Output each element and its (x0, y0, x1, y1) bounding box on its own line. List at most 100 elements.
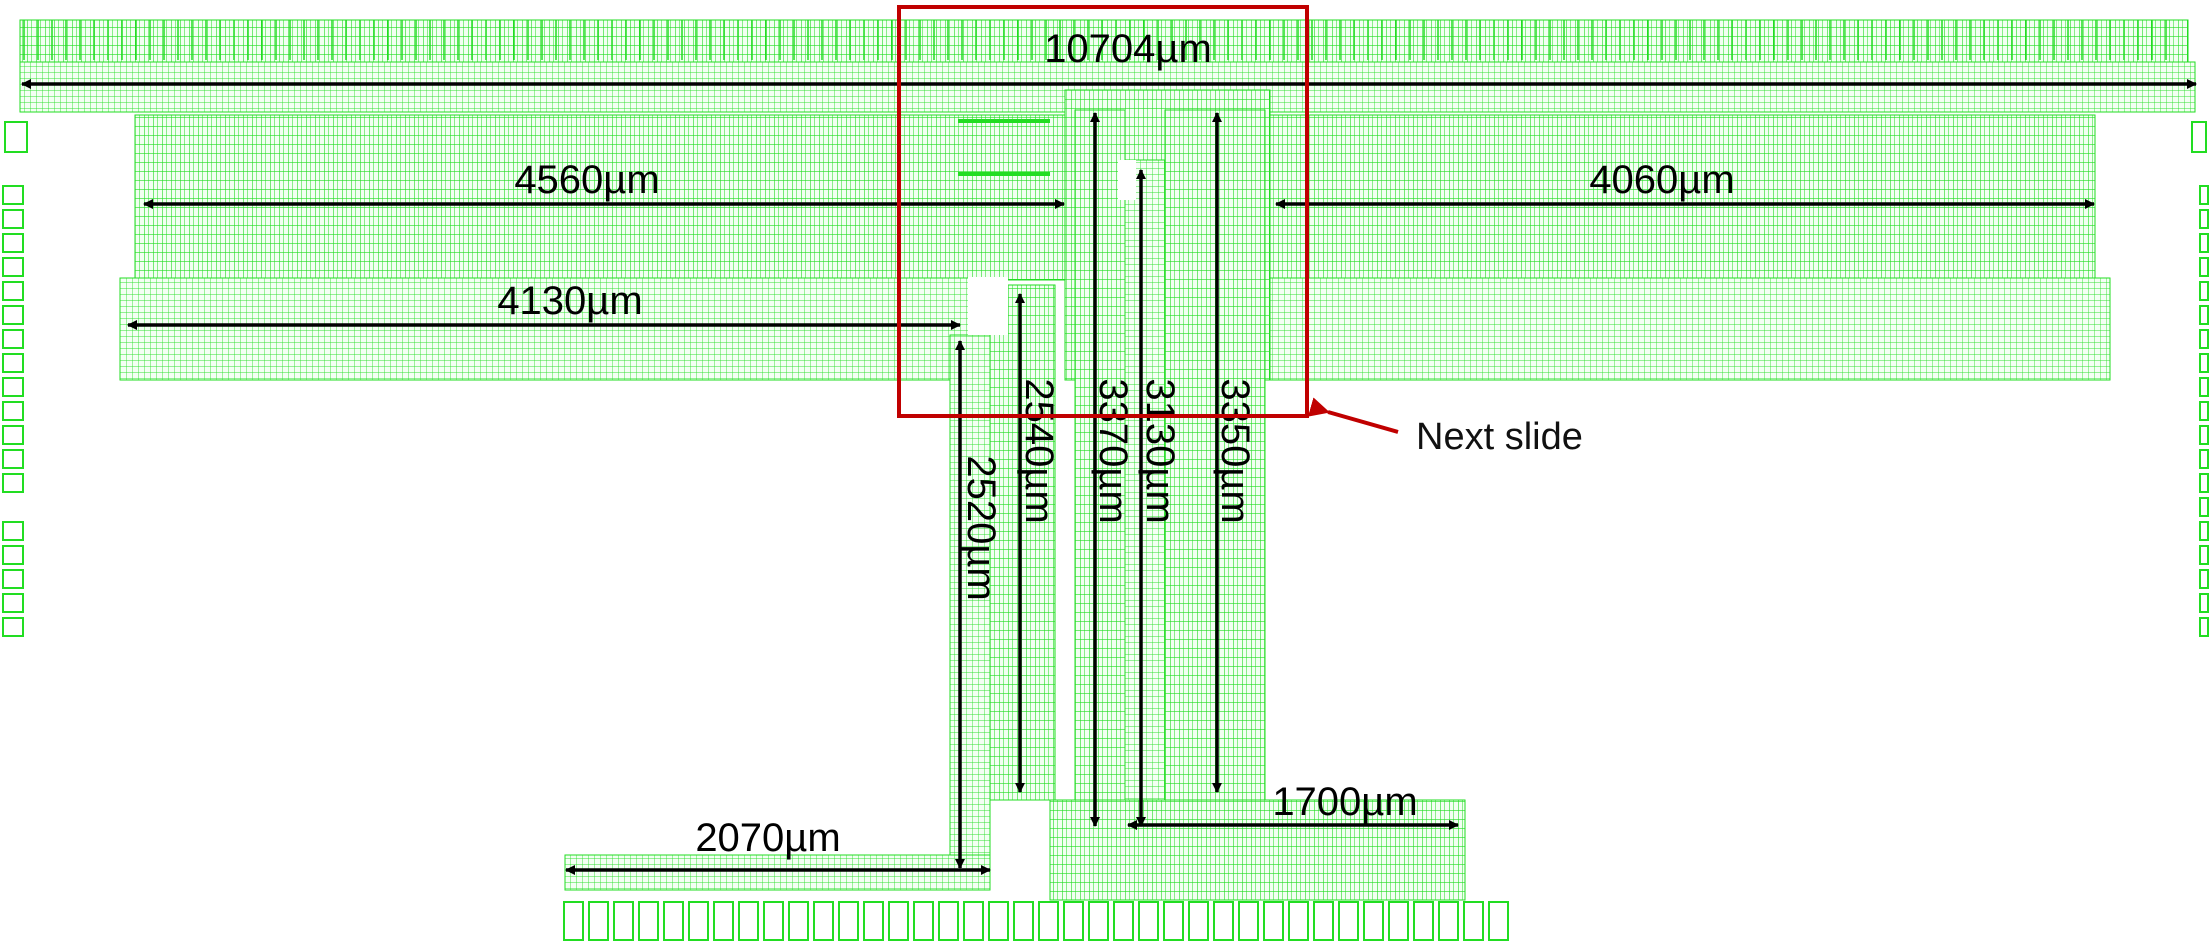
label-stem-left: 2520µm (959, 455, 1003, 600)
bond-pad (2, 329, 24, 349)
bond-pad (2199, 569, 2209, 589)
bond-pad (1338, 901, 1359, 941)
bond-pad (913, 901, 934, 941)
bond-pad (2199, 209, 2209, 229)
notch-left (968, 277, 1008, 335)
bond-pad (1213, 901, 1234, 941)
label-stem-b: 3370µm (1091, 378, 1135, 523)
bottom-pad-row (563, 901, 1509, 941)
label-top-width: 10704µm (1044, 27, 1212, 71)
bond-pad (2, 257, 24, 277)
bond-pad (1413, 901, 1434, 941)
bond-pad (2199, 353, 2209, 373)
upper-right-block (1269, 114, 2096, 281)
bond-pad (2199, 305, 2209, 325)
bond-pad (1313, 901, 1334, 941)
bond-pad (988, 901, 1009, 941)
bond-pad (788, 901, 809, 941)
bond-pad (2, 473, 24, 493)
bond-pad (2, 449, 24, 469)
bond-pad (588, 901, 609, 941)
bond-pad (2199, 425, 2209, 445)
bond-pad (938, 901, 959, 941)
bond-pad (2199, 233, 2209, 253)
bond-pad (1138, 901, 1159, 941)
bond-pad (563, 901, 584, 941)
bond-pad (2, 185, 24, 205)
bond-pad (1288, 901, 1309, 941)
bond-pad (738, 901, 759, 941)
bond-pad (2, 233, 24, 253)
bond-pad (2, 617, 24, 637)
bond-pad (2, 209, 24, 229)
bond-pad (1438, 901, 1459, 941)
bond-pad (1188, 901, 1209, 941)
bond-pad (1263, 901, 1284, 941)
bond-pad (2199, 257, 2209, 277)
bond-pad (2, 545, 24, 565)
bond-pad (2, 305, 24, 325)
bond-pad (1088, 901, 1109, 941)
bond-pad (838, 901, 859, 941)
bond-pad (763, 901, 784, 941)
bond-pad (1388, 901, 1409, 941)
top-pad-row (19, 19, 2189, 63)
bond-pad (2199, 185, 2209, 205)
corner-pad-left (4, 121, 28, 153)
bond-pad (1063, 901, 1084, 941)
label-upper-right: 4060µm (1589, 158, 1734, 202)
bond-pad (813, 901, 834, 941)
bond-pad (2, 281, 24, 301)
bond-pad (713, 901, 734, 941)
label-foot-right: 1700µm (1272, 780, 1417, 824)
bond-pad (1163, 901, 1184, 941)
bond-pad (2, 425, 24, 445)
bond-pad (1463, 901, 1484, 941)
bond-pad (2, 521, 24, 541)
label-stem-d: 3350µm (1213, 378, 1257, 523)
notch-center (1118, 160, 1136, 200)
dimension-arrows (21, 79, 2197, 875)
callout-arrow (1307, 397, 1399, 434)
bond-pad (2199, 497, 2209, 517)
bond-pad (2199, 593, 2209, 613)
bond-pad (2199, 521, 2209, 541)
label-upper-left: 4560µm (514, 158, 659, 202)
layout-regions (19, 19, 2196, 901)
bond-pad (2, 569, 24, 589)
bond-pad (1363, 901, 1384, 941)
bond-pad (2199, 449, 2209, 469)
bond-pad (2199, 473, 2209, 493)
bond-pad (2199, 617, 2209, 637)
label-stem-a: 2540µm (1017, 378, 1061, 523)
foot-right-block (1049, 799, 1466, 901)
bond-pad (2, 353, 24, 373)
bond-pad (2199, 545, 2209, 565)
bond-pad (688, 901, 709, 941)
bond-pad (2, 401, 24, 421)
bond-pad (2199, 401, 2209, 421)
bond-pad (2199, 281, 2209, 301)
callout-label: Next slide (1416, 416, 1583, 458)
bond-pad (1113, 901, 1134, 941)
bond-pad (2199, 377, 2209, 397)
corner-pad-right (2191, 121, 2207, 153)
spine-trace-1 (958, 119, 1050, 123)
highlight-box (897, 5, 1309, 418)
bond-pad (888, 901, 909, 941)
bond-pad (2199, 329, 2209, 349)
lower-right-block (1264, 277, 2111, 381)
bond-pad (638, 901, 659, 941)
bond-pad (1488, 901, 1509, 941)
bond-pad (963, 901, 984, 941)
bond-pad (1238, 901, 1259, 941)
label-stem-c: 3130µm (1138, 378, 1182, 523)
foot-left-block (564, 854, 991, 891)
bond-pad (613, 901, 634, 941)
left-pad-column (2, 20, 2167, 637)
label-foot-left: 2070µm (695, 816, 840, 860)
right-pad-column (2199, 185, 2209, 637)
bond-pad (663, 901, 684, 941)
